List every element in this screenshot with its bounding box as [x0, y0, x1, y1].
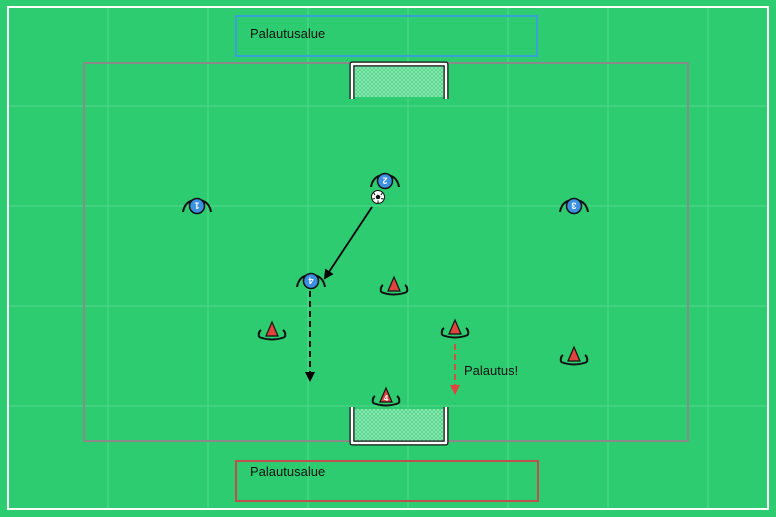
player-number: 4: [308, 276, 313, 286]
blue-player-1[interactable]: 1: [182, 197, 212, 215]
pass-arrow: [323, 206, 373, 280]
goal-bottom: [349, 407, 449, 446]
player-number: 1: [194, 201, 199, 211]
blue-player-4[interactable]: 4: [296, 272, 326, 290]
return-zone-top: [235, 15, 538, 57]
return-zone-bottom-label: Palautusalue: [250, 464, 325, 479]
player-number: 2: [382, 176, 387, 186]
goal-top: [349, 61, 449, 99]
player-number: 3: [571, 201, 576, 211]
return-annotation: Palautus!: [464, 363, 518, 378]
soccer-ball-icon[interactable]: [371, 190, 385, 204]
blue-player-3[interactable]: 3: [559, 197, 589, 215]
return-zone-top-label: Palautusalue: [250, 26, 325, 41]
player-number: 4: [384, 394, 389, 403]
red-player-5[interactable]: 4: [371, 387, 401, 407]
pitch-boundary: [7, 6, 769, 510]
return-zone-bottom: [235, 460, 539, 502]
blue-player-2[interactable]: 2: [370, 172, 400, 190]
